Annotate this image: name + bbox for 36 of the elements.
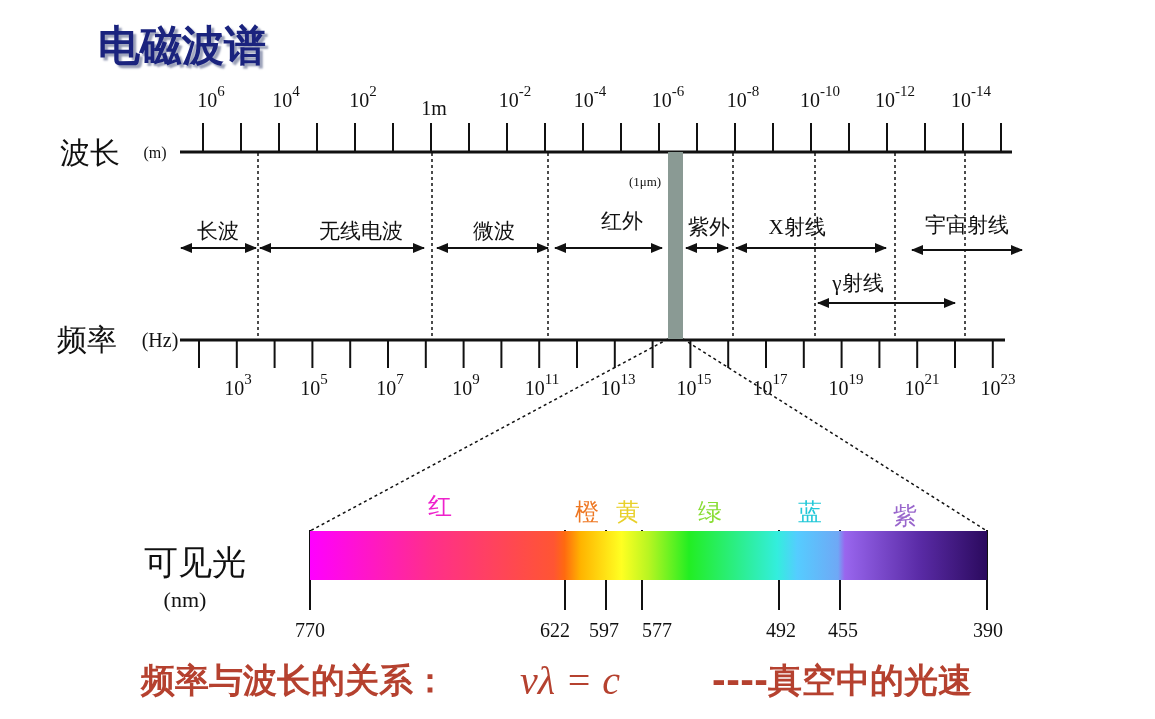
color-name: 绿 xyxy=(698,498,722,526)
diagram-title: 电磁波谱 xyxy=(98,20,266,72)
tick-label: 1m xyxy=(421,97,447,119)
color-name: 橙 xyxy=(575,498,599,526)
axis-label: 频率 xyxy=(57,322,117,356)
axis-label: 波长 xyxy=(60,135,120,169)
band-label: 微波 xyxy=(473,220,515,244)
band-label: 宇宙射线 xyxy=(925,214,1009,238)
color-name: 紫 xyxy=(893,502,917,530)
unit-label: (Hz) xyxy=(141,329,179,351)
band-label: 无线电波 xyxy=(319,220,403,244)
zoom-guide-line xyxy=(682,338,988,532)
unit-label: (nm) xyxy=(163,587,207,613)
wavelength-value: 770 xyxy=(295,619,325,641)
wavelength-value: 390 xyxy=(973,619,1003,641)
wavelength-value: 597 xyxy=(589,619,619,641)
band-label: 长波 xyxy=(197,220,239,244)
formula: vλ = c xyxy=(520,659,620,703)
zoom-guide-line xyxy=(309,338,669,532)
formula-caption: ----真空中的光速 xyxy=(711,662,973,700)
annotation-label: (1μm) xyxy=(628,174,662,190)
color-name: 红 xyxy=(428,492,452,520)
formula-caption: 频率与波长的关系： xyxy=(141,662,447,700)
color-name: 蓝 xyxy=(798,498,822,526)
visible-spectrum-bar xyxy=(310,531,987,580)
spectrum-title: 可见光 xyxy=(144,544,246,582)
wavelength-value: 622 xyxy=(540,619,570,641)
visible-band-bar xyxy=(668,152,683,339)
wavelength-value: 577 xyxy=(642,619,672,641)
band-label: 紫外 xyxy=(688,216,730,240)
band-label: γ射线 xyxy=(832,272,884,296)
unit-label: (m) xyxy=(143,144,167,162)
wavelength-value: 455 xyxy=(828,619,858,641)
wavelength-value: 492 xyxy=(766,619,796,641)
band-label: 红外 xyxy=(601,210,643,234)
band-label: X射线 xyxy=(768,216,826,240)
